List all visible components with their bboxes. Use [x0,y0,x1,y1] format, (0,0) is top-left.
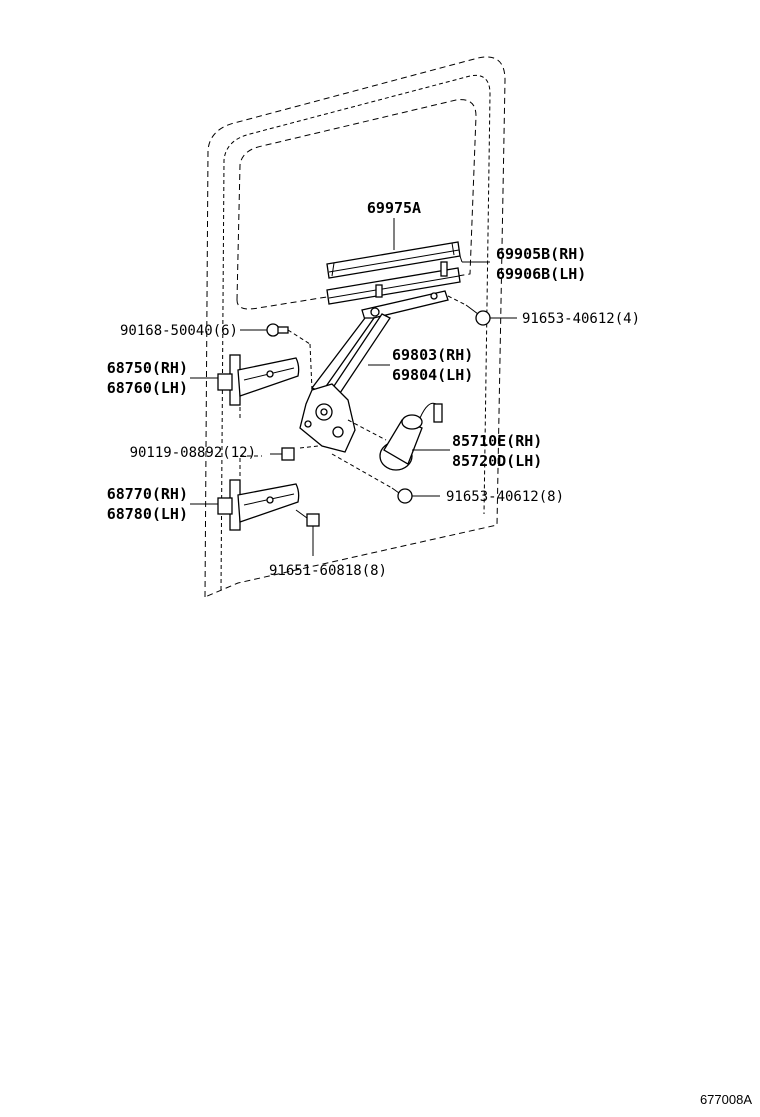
window-motor [379,402,443,471]
bolt-91653-top [447,295,491,326]
diagram-reference-code: 677008A [700,1092,752,1107]
bolt-90168 [266,323,289,337]
label-69803: 69803(RH) [392,346,473,364]
label-91653-mid: 91653-40612(8) [446,489,564,505]
glass-channel-lower [326,261,461,305]
bolt-91651 [295,509,320,527]
window-regulator [299,290,449,453]
bolt-91653-mid [391,487,413,504]
leader-lines [190,218,517,556]
label-68760: 68760(LH) [107,379,188,397]
door-outer-panel [204,56,506,598]
label-85710e: 85710E(RH) [452,432,542,450]
label-90119: 90119-08892(12) [130,445,256,461]
hinge-upper [217,354,300,406]
label-69905b: 69905B(RH) [496,245,586,263]
label-68770: 68770(RH) [107,485,188,503]
assembly-lines [239,329,393,489]
label-90168: 90168-50040(6) [120,323,238,339]
label-68780: 68780(LH) [107,505,188,523]
glass-channel-upper [326,241,461,279]
hinge-lower [217,479,300,531]
bolt-90119 [270,447,295,461]
label-91651: 91651-60818(8) [269,563,387,579]
label-69804: 69804(LH) [392,366,473,384]
label-69975a: 69975A [367,199,421,217]
label-85720d: 85720D(LH) [452,452,542,470]
label-69906b: 69906B(LH) [496,265,586,283]
label-68750: 68750(RH) [107,359,188,377]
window-opening [236,99,477,310]
label-91653-top: 91653-40612(4) [522,311,640,327]
